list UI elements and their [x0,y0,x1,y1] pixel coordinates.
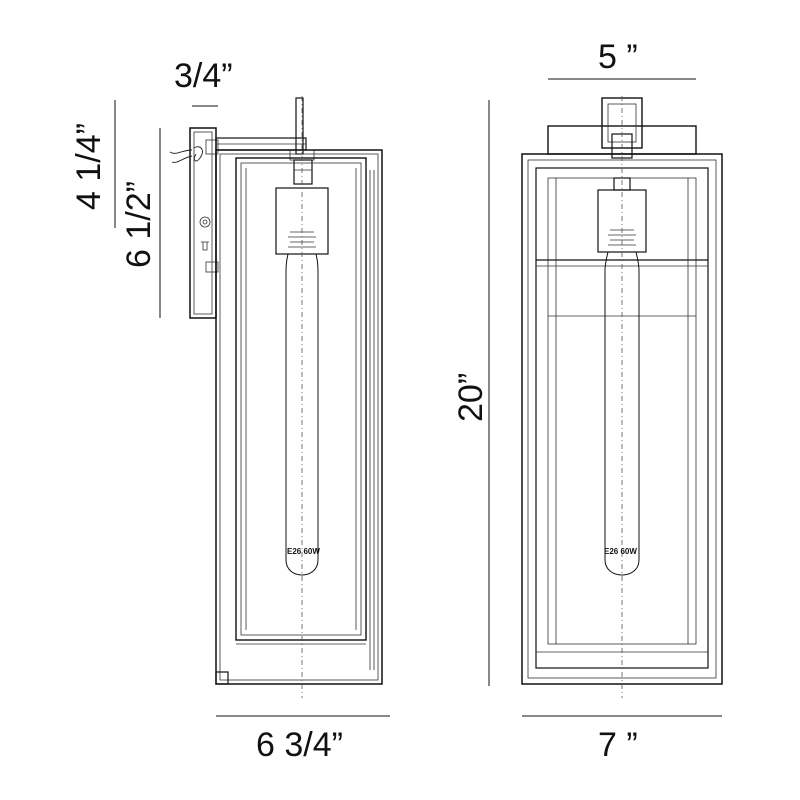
side-arm [215,97,315,185]
dim-side-depth: 6 3/4” [256,726,343,764]
dimension-labels: 3/4” 4 1/4” 6 1/2” 20” 5 ” 6 3/4” 7 ” [70,38,638,764]
front-view: E26 60W [521,96,723,698]
dim-backplate-upper: 4 1/4” [70,123,108,210]
dimension-lines [114,78,722,717]
side-bulb-label: E26 60W [287,547,320,556]
dim-overall-height: 20” [452,373,490,422]
side-view: E26 60W [169,96,383,698]
dim-mount-offset: 3/4” [174,57,233,95]
side-wires [169,146,203,163]
dim-backplate-height: 6 1/2” [120,181,158,268]
dim-top-width: 5 ” [598,38,638,76]
side-frame [215,149,383,685]
dim-front-width: 7 ” [598,726,638,764]
front-bulb-label: E26 60W [604,547,637,556]
